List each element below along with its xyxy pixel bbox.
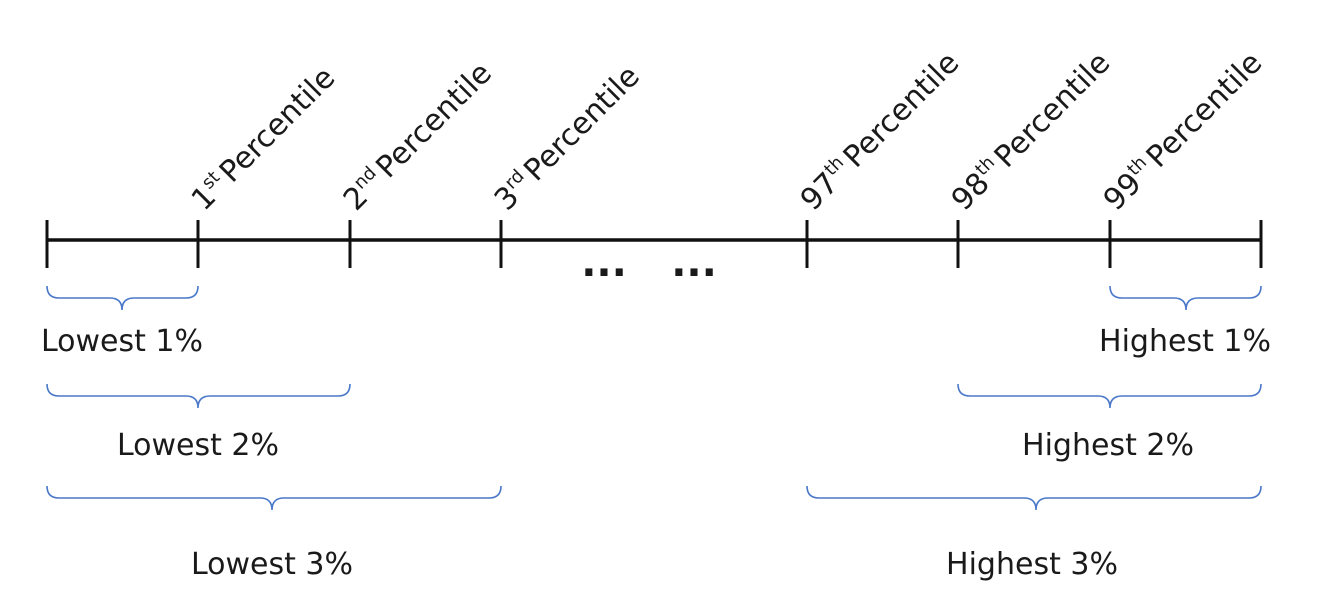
ellipsis-right: ...	[671, 240, 717, 286]
svg-text:3rdPercentile: 3rdPercentile	[487, 58, 647, 218]
brace-lowest-1	[46, 285, 199, 311]
brace-highest-1	[1109, 285, 1262, 311]
label-lowest-1: Lowest 1%	[41, 324, 203, 359]
ellipsis-left: ...	[581, 240, 627, 286]
label-98th-percentile: 98thPercentile	[944, 45, 1117, 218]
brace-highest-2	[957, 383, 1262, 409]
label-1st-percentile: 1stPercentile	[184, 60, 342, 218]
svg-text:2ndPercentile: 2ndPercentile	[336, 55, 499, 218]
brace-lowest-2	[46, 383, 351, 409]
label-highest-2: Highest 2%	[1022, 428, 1194, 463]
label-lowest-3: Lowest 3%	[191, 547, 353, 582]
label-2nd-percentile: 2ndPercentile	[336, 55, 499, 218]
label-3rd-percentile: 3rdPercentile	[487, 58, 647, 218]
svg-text:98thPercentile: 98thPercentile	[944, 45, 1117, 218]
brace-highest-3	[806, 485, 1262, 511]
label-99th-percentile: 99thPercentile	[1096, 45, 1269, 218]
label-highest-1: Highest 1%	[1099, 324, 1271, 359]
brace-lowest-3	[46, 485, 502, 511]
svg-text:99thPercentile: 99thPercentile	[1096, 45, 1269, 218]
svg-text:1stPercentile: 1stPercentile	[184, 60, 342, 218]
svg-text:97thPercentile: 97thPercentile	[793, 45, 966, 218]
label-lowest-2: Lowest 2%	[117, 428, 279, 463]
label-97th-percentile: 97thPercentile	[793, 45, 966, 218]
label-highest-3: Highest 3%	[946, 547, 1118, 582]
